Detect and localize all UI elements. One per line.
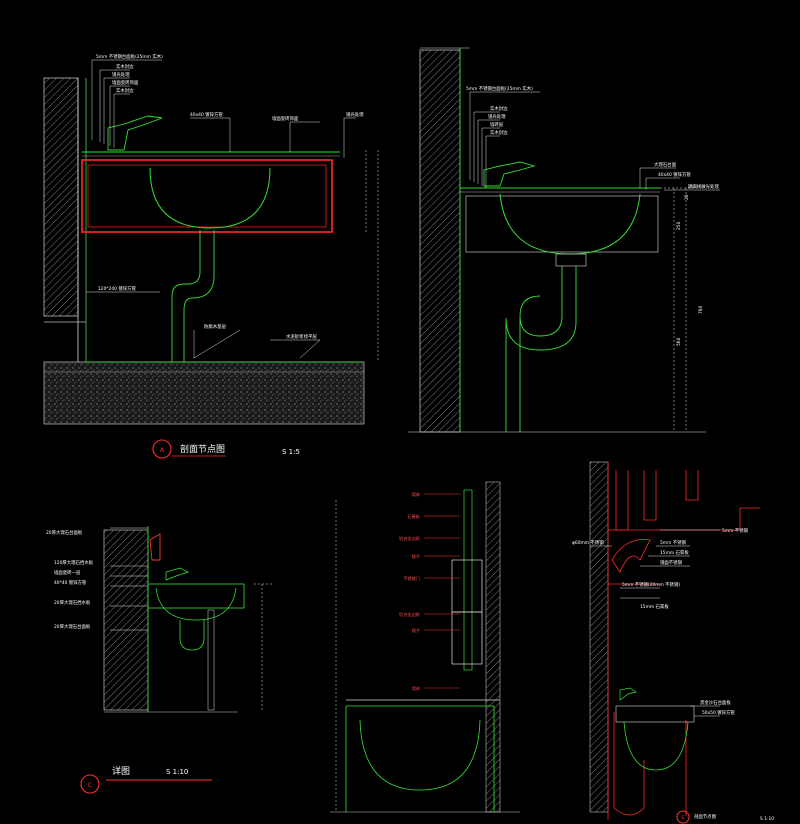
label-a-3: 墙面瓷砖饰面 bbox=[112, 79, 139, 86]
label-d-1: 石膏板 bbox=[407, 513, 420, 520]
wall-hatch-b bbox=[419, 49, 461, 433]
label-c-1: 120厚大理石挡水板 bbox=[54, 559, 94, 566]
label-b-2: 镜光处理 bbox=[488, 113, 506, 120]
label-a-8: 120*240 镀锌方管 bbox=[98, 285, 137, 292]
detail-a-title: 剖面节点图 bbox=[180, 443, 225, 455]
detail-c-title: 详图 bbox=[112, 765, 130, 777]
label-e-7: 黑金沙石台面板 bbox=[700, 699, 731, 706]
detail-e-section: φ60mm 不锈钢 5mm 不锈钢 5mm 不锈钢 15mm 石膏板 5mm 不… bbox=[572, 461, 774, 824]
detail-d-section: 墙体 石膏板 铝合金边框 镜子 不锈钢门 铝合金边框 镜子 墙体 bbox=[330, 481, 520, 813]
label-c-4: 20厚大理石挡水板 bbox=[54, 599, 91, 606]
label-a-2: 镜光处理 bbox=[112, 71, 130, 78]
vanity-top-c bbox=[147, 583, 245, 609]
label-b-1: 实木封边 bbox=[490, 105, 508, 112]
label-b-4: 实木封边 bbox=[490, 129, 508, 136]
label-c-0: 20厚大理石台面板 bbox=[46, 529, 83, 536]
detail-e-title: 剖面节点图 bbox=[694, 813, 717, 820]
vanity-cabinet-b bbox=[465, 195, 659, 253]
sink-basin-d bbox=[345, 705, 495, 812]
detail-e-marker bbox=[676, 810, 690, 824]
label-a-9: 防腐木基层 bbox=[204, 323, 227, 330]
label-b-0: 5mm 不锈钢台面板(25mm 实木) bbox=[466, 85, 533, 92]
label-a-1: 实木封边 bbox=[116, 63, 134, 70]
label-a-6: 墙面瓷砖饰面 bbox=[272, 115, 299, 122]
label-c-5: 20厚大理石台面板 bbox=[54, 623, 91, 630]
label-d-7: 墙体 bbox=[412, 685, 421, 692]
label-c-2: 墙面瓷砖一层 bbox=[54, 569, 81, 576]
label-a-0: 5mm 不锈钢台面板(25mm 实木) bbox=[96, 53, 163, 60]
p-trap-b bbox=[505, 266, 577, 432]
label-c-3: 40*40 镀锌方管 bbox=[54, 579, 87, 586]
label-e-8: 50x50 镀锌方管 bbox=[702, 709, 735, 716]
label-d-2: 铝合金边框 bbox=[399, 535, 421, 542]
detail-a-marker-letter: A bbox=[160, 447, 165, 454]
faucet bbox=[107, 115, 163, 151]
wall-hatch bbox=[43, 77, 79, 317]
detail-a-scale: S 1:5 bbox=[282, 448, 300, 456]
vanity-cabinet bbox=[81, 159, 333, 233]
label-e-1: 5mm 不锈钢 bbox=[722, 527, 749, 534]
detail-e-marker-letter: E bbox=[682, 815, 685, 821]
label-e-5: 15mm 石膏板 bbox=[640, 603, 669, 610]
label-d-0: 墙体 bbox=[412, 491, 421, 498]
label-e-4: 5mm 不锈钢(20mm 不锈钢) bbox=[622, 581, 680, 588]
label-e-2: 5mm 不锈钢 bbox=[660, 539, 687, 546]
label-e-3: 15mm 石膏板 bbox=[660, 549, 689, 556]
label-d-6: 镜子 bbox=[412, 627, 420, 634]
dim-b-1: 250 bbox=[676, 221, 682, 230]
label-d-3: 镜子 bbox=[412, 553, 420, 560]
label-e-6: 镜面不锈钢 bbox=[660, 559, 683, 566]
detail-b-section: 20 250 780 560 5mm 不锈钢台面板(25mm 实木) 实木封边 … bbox=[408, 47, 720, 433]
label-a-7: 镜光处理 bbox=[346, 111, 364, 118]
detail-c-marker-letter: C bbox=[88, 782, 92, 789]
detail-a-section: 5mm 不锈钢台面板(25mm 实木) 实木封边 镜光处理 墙面瓷砖饰面 实木封… bbox=[43, 53, 379, 459]
sink-basin-b bbox=[499, 193, 641, 255]
label-b-5: 大理石台面 bbox=[654, 161, 677, 168]
detail-a-marker bbox=[152, 439, 172, 459]
label-e-0: φ60mm 不锈钢 bbox=[572, 539, 604, 546]
label-a-4: 实木封边 bbox=[116, 87, 134, 94]
label-a-10: 水泥砂浆找平层 bbox=[286, 333, 317, 340]
detail-c-scale: S 1:10 bbox=[166, 768, 188, 776]
label-d-4: 不锈钢门 bbox=[403, 575, 420, 582]
wall-hatch-c bbox=[103, 529, 149, 711]
sink-basin bbox=[149, 167, 271, 229]
label-d-5: 铝合金边框 bbox=[399, 611, 421, 618]
label-b-6: 40x40 镀锌方管 bbox=[658, 171, 691, 178]
label-b-7: 踢脚线做光处理 bbox=[688, 183, 719, 190]
label-a-5: 40x40 镀锌方管 bbox=[190, 111, 223, 118]
p-trap bbox=[171, 230, 215, 362]
detail-e-scale: S 1:10 bbox=[760, 816, 774, 822]
dim-b-0: 20 bbox=[684, 194, 690, 200]
wall-hatch-d bbox=[485, 481, 501, 813]
wall-hatch-e bbox=[589, 461, 609, 813]
label-b-3: 墙砖层 bbox=[490, 121, 504, 128]
dim-b-3: 560 bbox=[676, 337, 682, 346]
detail-c-marker bbox=[80, 774, 100, 794]
dim-b-2: 780 bbox=[698, 305, 704, 314]
faucet-b bbox=[483, 161, 536, 187]
floor-slab bbox=[43, 361, 365, 425]
detail-c-section: 20厚大理石台面板 120厚大理石挡水板 墙面瓷砖一层 40*40 镀锌方管 2… bbox=[46, 526, 274, 794]
